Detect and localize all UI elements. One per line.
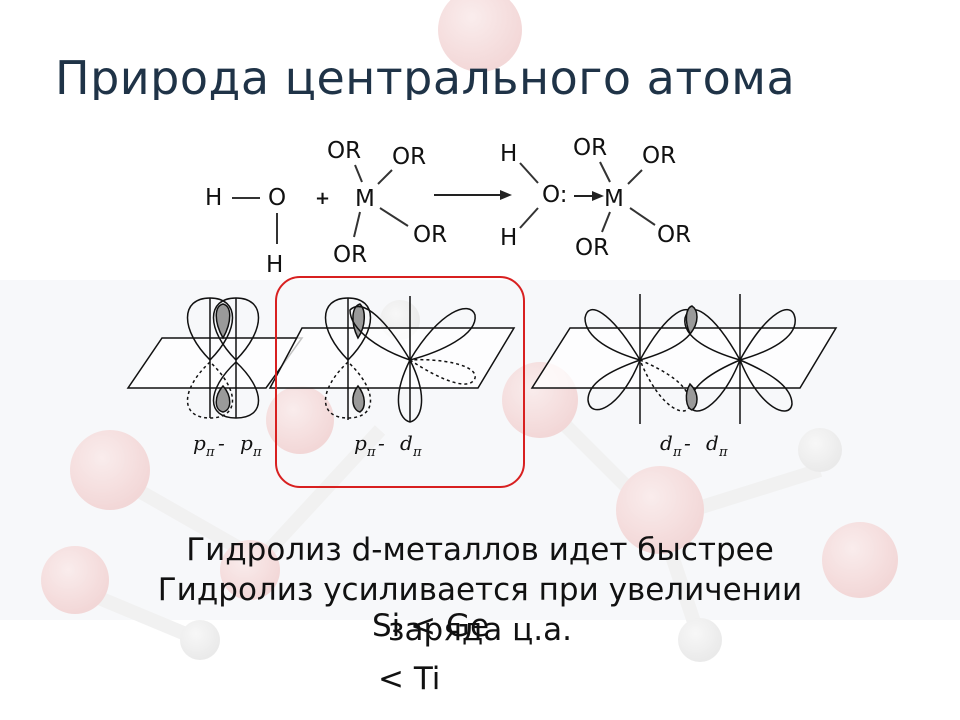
label-pd-sb: π bbox=[412, 445, 422, 460]
product-metal: M bbox=[604, 186, 624, 212]
text-line-2: Гидролиз усиливается при увеличении bbox=[157, 572, 803, 608]
label-dd-sep: - bbox=[684, 431, 691, 455]
product-or-bottom-right: OR bbox=[657, 222, 691, 248]
label-pp-a: p bbox=[193, 431, 206, 455]
product-or-top-right: OR bbox=[642, 143, 676, 169]
label-dd-a: d bbox=[660, 431, 673, 455]
highlight-frame bbox=[275, 276, 525, 488]
reaction-scheme: H O H + M OR OR OR OR H O: H M OR O bbox=[205, 135, 691, 278]
product-h-bottom: H bbox=[500, 225, 517, 251]
label-pp-sb: π bbox=[252, 445, 262, 460]
orbital-dd-overlap bbox=[530, 294, 838, 424]
label-pd-sep: - bbox=[378, 431, 385, 455]
product-h-top: H bbox=[500, 141, 517, 167]
label-pd-a: p bbox=[354, 431, 367, 455]
label-pd-b: d bbox=[400, 431, 413, 455]
water-h-bottom: H bbox=[266, 252, 283, 278]
series-line-1: Si < Ge bbox=[372, 608, 490, 644]
metal-atom: M bbox=[355, 186, 375, 212]
orbital-pd-overlap bbox=[268, 296, 516, 423]
orbital-pp-overlap bbox=[126, 297, 304, 419]
or-group-top-right: OR bbox=[392, 144, 426, 170]
label-dd-sa: π bbox=[672, 445, 682, 460]
text-line-1: Гидролиз d-металлов идет быстрее bbox=[186, 532, 774, 568]
label-dd-sb: π bbox=[718, 445, 728, 460]
page-title: Природа центрального атома bbox=[55, 51, 796, 100]
body-text: Гидролиз d-металлов идет быстрее Гидроли… bbox=[0, 530, 960, 650]
label-dd-b: d bbox=[706, 431, 719, 455]
label-pd-sa: π bbox=[366, 445, 376, 460]
or-group-bottom-right: OR bbox=[413, 222, 447, 248]
product-o: O: bbox=[542, 182, 567, 208]
reaction-arrow bbox=[434, 190, 512, 200]
or-group-bottom-left: OR bbox=[333, 242, 367, 268]
water-h-left: H bbox=[205, 185, 222, 211]
or-group-top-left: OR bbox=[327, 138, 361, 164]
label-pp-b: p bbox=[240, 431, 253, 455]
plus-sign: + bbox=[315, 188, 330, 209]
label-pp-sa: π bbox=[205, 445, 215, 460]
text-line-3: заряда ц.а. bbox=[388, 612, 572, 648]
water-o: O bbox=[268, 185, 286, 211]
label-pp-sep: - bbox=[218, 431, 225, 455]
series-line-2: < Ti bbox=[378, 661, 441, 697]
product-or-bottom-left: OR bbox=[575, 235, 609, 261]
product-or-top-left: OR bbox=[573, 135, 607, 161]
